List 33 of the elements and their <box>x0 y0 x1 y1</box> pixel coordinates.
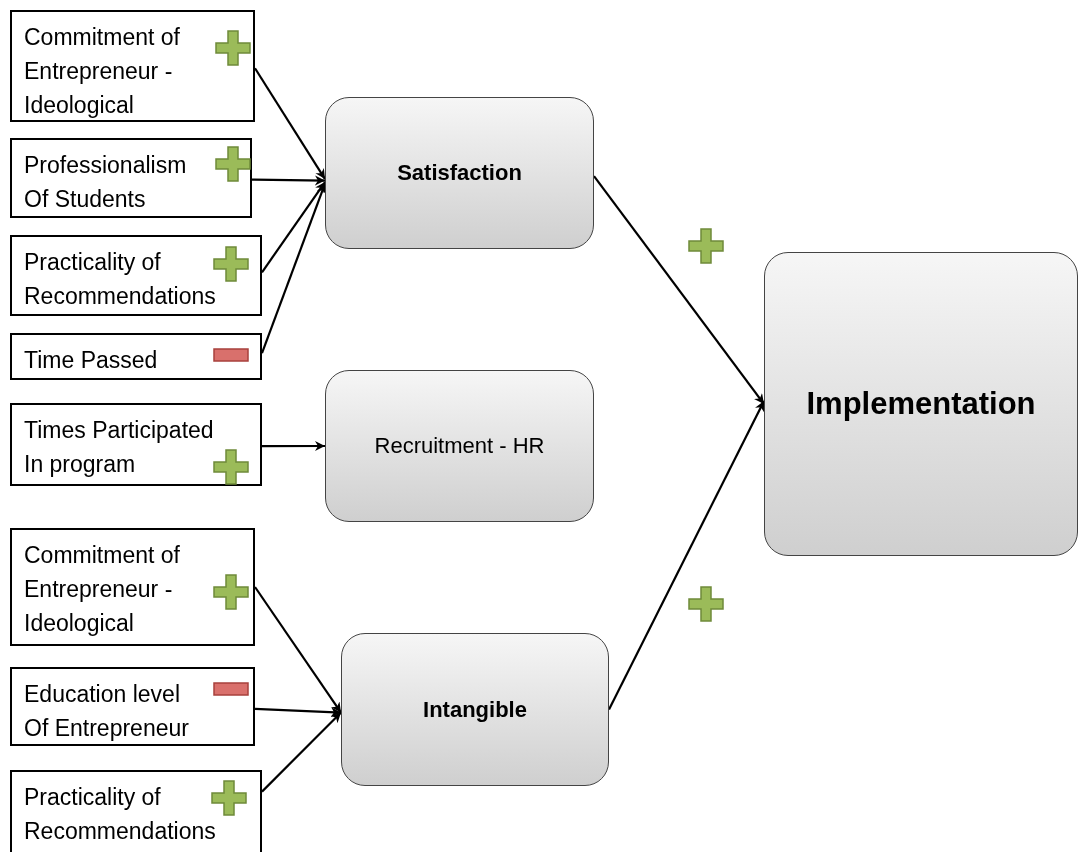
arrow <box>254 67 326 180</box>
rounded-box <box>764 252 1078 556</box>
box-label: Implementation <box>806 386 1036 422</box>
arrow <box>608 400 765 710</box>
arrow <box>262 441 325 452</box>
factor-box <box>10 770 262 852</box>
arrow <box>252 175 325 186</box>
box-label: Recruitment - HR <box>374 433 545 459</box>
factor-label: Professionalism Of Students <box>24 151 188 214</box>
factor-box <box>10 667 255 746</box>
factor-label: Education level Of Entrepreneur <box>24 680 190 743</box>
factor-label: Commitment of Entrepreneur - Ideological <box>24 541 181 638</box>
factor-box <box>10 235 262 316</box>
factor-label: Time Passed <box>24 346 159 375</box>
factor-box <box>10 528 255 646</box>
factor-label: Practicality of Recommendations <box>24 783 217 846</box>
arrow <box>254 707 342 718</box>
rounded-box <box>325 97 594 249</box>
factor-box <box>10 403 262 486</box>
box-label: Satisfaction <box>397 160 522 186</box>
rounded-box <box>325 370 594 522</box>
factor-box <box>10 138 252 218</box>
arrow <box>593 175 765 405</box>
arrow <box>261 711 342 793</box>
box-label: Intangible <box>423 696 527 723</box>
factor-label: Practicality of Recommendations <box>24 248 217 311</box>
factor-label: Commitment of Entrepreneur - Ideological <box>24 23 181 120</box>
factor-box <box>10 10 255 122</box>
arrow <box>261 181 326 273</box>
rounded-box <box>341 633 609 786</box>
factor-box <box>10 333 262 380</box>
factor-label: Times Participated In program <box>24 416 215 479</box>
arrow <box>254 586 342 714</box>
